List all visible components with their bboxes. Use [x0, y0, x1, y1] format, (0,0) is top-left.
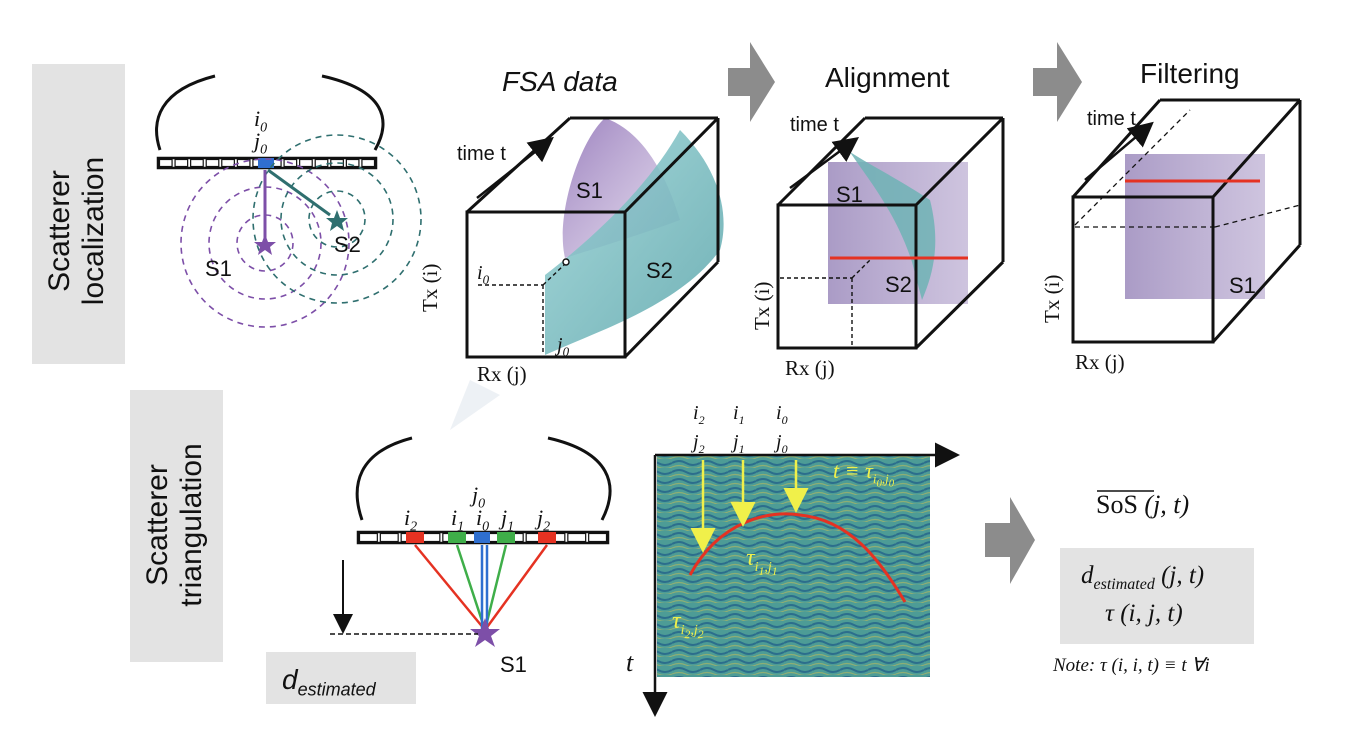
label-j1-bottom: j1	[501, 505, 515, 535]
label-j0-bottom: j0	[472, 482, 486, 512]
transducer-element	[158, 158, 173, 168]
title-fsa: FSA data	[502, 66, 618, 97]
arrow-1	[728, 42, 775, 122]
label-s1-filter: S1	[1229, 273, 1256, 298]
localization-label-box	[32, 64, 125, 364]
alignment-cube	[776, 116, 1005, 350]
label-j0-fsa: j0	[557, 334, 570, 359]
label-j2-bottom: j2	[537, 505, 551, 535]
fsa-cube	[450, 116, 724, 430]
transducer-element	[379, 532, 399, 543]
label-tau-1: τi1,j1	[746, 545, 778, 578]
transducer-element	[299, 158, 313, 168]
label-t-axis: t	[626, 648, 634, 677]
transducer-element	[361, 158, 376, 168]
label-i1-bottom: i1	[451, 505, 465, 535]
label-d-estimated: destimated	[282, 664, 376, 700]
title-alignment: Alignment	[825, 62, 950, 93]
label-tx-filter: Tx (i)	[1040, 274, 1064, 323]
transducer-element	[588, 532, 608, 543]
label-rx-align: Rx (j)	[785, 356, 835, 380]
waveform-panel	[642, 442, 960, 717]
label-tau-2: τi2,j2	[672, 608, 704, 641]
process-arrows	[728, 42, 1082, 584]
label-s2-align: S2	[885, 272, 912, 297]
top-transducer	[155, 74, 422, 328]
filtering-cube	[1071, 98, 1302, 344]
label-tau-ijt: τ (i, j, t)	[1105, 600, 1183, 627]
transducer-element	[205, 158, 220, 168]
label-s1-fsa: S1	[576, 178, 603, 203]
label-rx-filter: Rx (j)	[1075, 350, 1125, 374]
label-d-est-jt: destimated (j, t)	[1081, 562, 1205, 593]
label-i0-top: i0	[254, 106, 268, 136]
label-time-fsa: time t	[457, 143, 506, 165]
label-t-equiv: t ≡ τi0,j0	[833, 458, 895, 490]
transducer-element	[221, 158, 235, 168]
triangulation-label-box	[130, 390, 223, 662]
label-s1-bottom: S1	[500, 652, 527, 677]
transducer-element	[345, 158, 360, 168]
label-tx-align: Tx (i)	[750, 281, 774, 330]
label-time-align: time t	[790, 114, 839, 136]
transducer-element	[190, 158, 204, 168]
label-note: Note: τ (i, i, t) ≡ t ∀i	[1053, 655, 1210, 676]
label-s1-top: S1	[205, 256, 232, 281]
label-rx-fsa: Rx (j)	[477, 362, 527, 386]
transducer-element	[567, 532, 587, 543]
arrow-2	[1033, 42, 1082, 122]
label-time-filter: time t	[1087, 108, 1136, 130]
label-j0-top: j0	[254, 128, 268, 158]
bottom-transducer	[330, 436, 612, 647]
label-i0-fsa: i0	[477, 262, 490, 287]
title-filtering: Filtering	[1140, 58, 1240, 89]
d-estimated-box	[266, 652, 416, 704]
label-s1-align: S1	[836, 182, 863, 207]
label-tx-fsa: Tx (i)	[418, 263, 442, 312]
label-i2-bottom: i2	[404, 505, 418, 535]
transducer-element	[174, 158, 189, 168]
label-s2-top: S2	[334, 232, 361, 257]
outputs-box	[1060, 548, 1254, 644]
arrow-3	[985, 497, 1035, 584]
label-sos: SoS (j, t)	[1096, 490, 1190, 519]
transducer-element	[358, 532, 378, 543]
label-s2-fsa: S2	[646, 258, 673, 283]
transducer-element	[421, 532, 441, 543]
label-i0-bottom: i0	[476, 505, 490, 535]
